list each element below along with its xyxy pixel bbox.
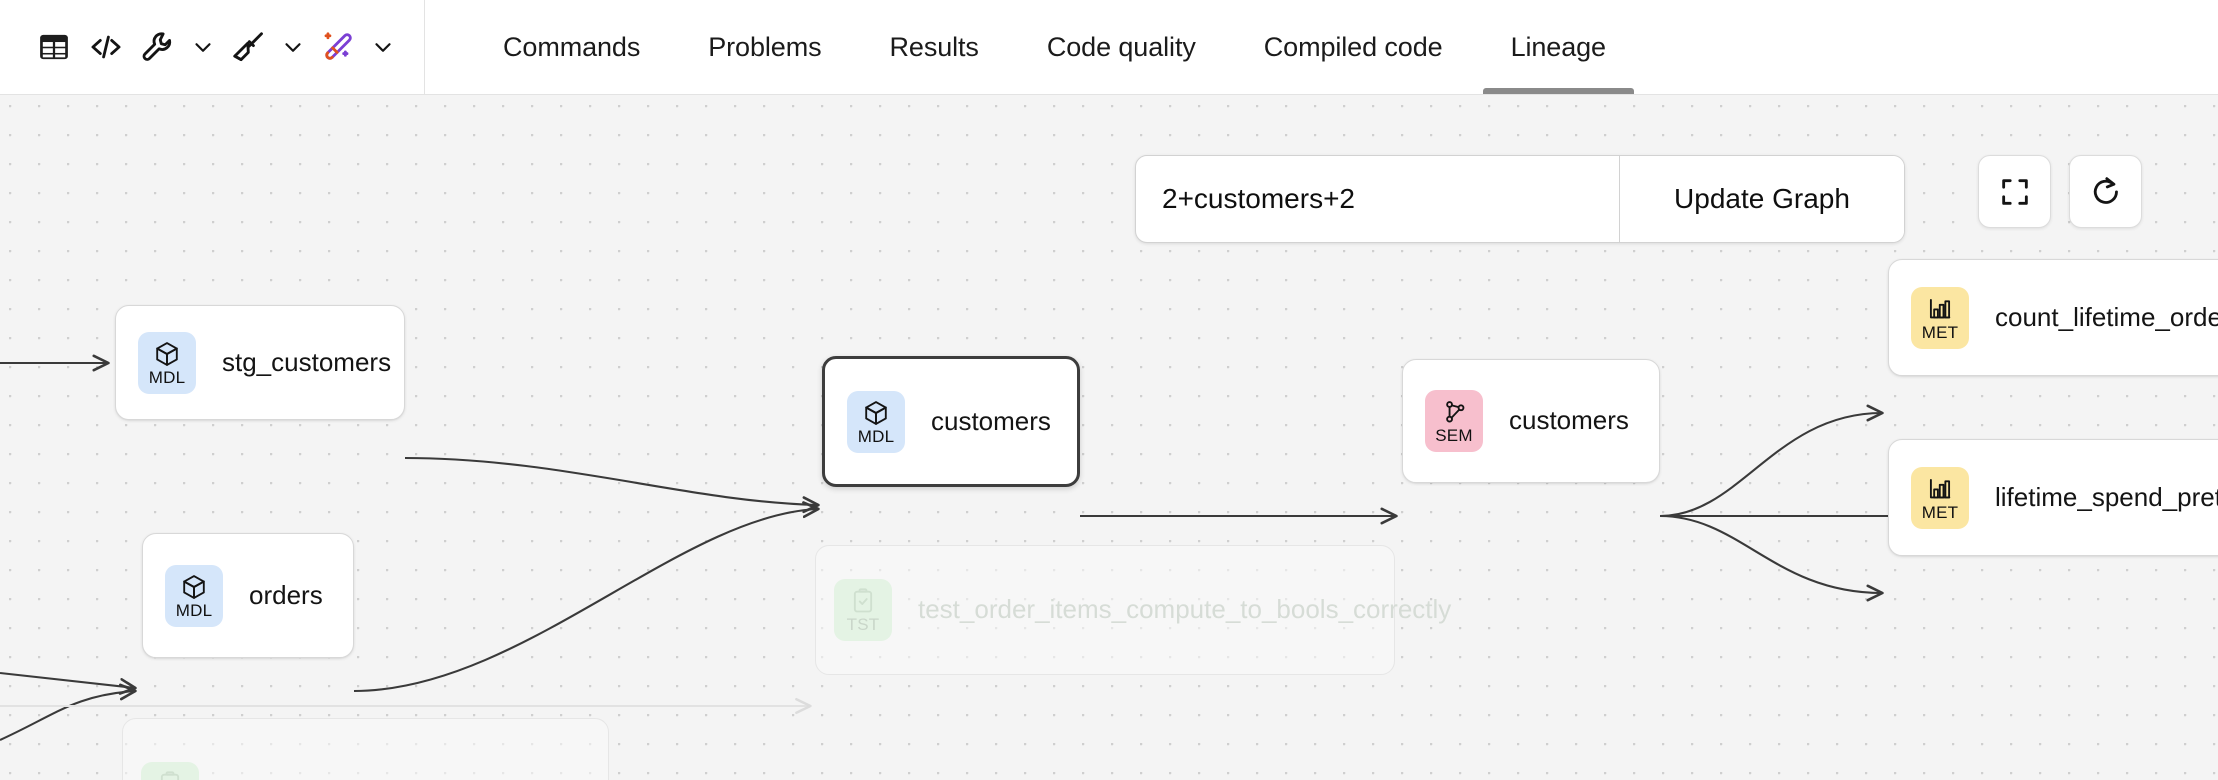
tab-label: Code quality xyxy=(1046,31,1196,62)
node-title: customers xyxy=(931,405,1051,436)
chevron-down-icon[interactable] xyxy=(184,19,222,75)
code-view-tool[interactable] xyxy=(80,19,132,75)
fit-view-button[interactable] xyxy=(1978,155,2051,228)
badge-label: MET xyxy=(1921,322,1959,342)
clipboard-check-icon xyxy=(160,771,180,780)
node-title: lifetime_spend_pretax xyxy=(1995,481,2218,512)
node-title: count_lifetime_orders xyxy=(1995,301,2218,332)
ai-assist-dropdown[interactable] xyxy=(312,19,402,75)
lineage-node-customers-semantic[interactable]: SEM customers xyxy=(1402,359,1660,483)
fit-view-icon xyxy=(2001,178,2028,205)
update-graph-button[interactable]: Update Graph xyxy=(1619,156,1904,242)
tab-commands[interactable]: Commands xyxy=(469,0,674,94)
badge-label: MDL xyxy=(148,367,186,387)
format-dropdown[interactable] xyxy=(222,19,312,75)
model-badge: MDL xyxy=(847,390,905,453)
semantic-graph-icon xyxy=(1446,401,1465,423)
model-badge: MDL xyxy=(165,564,223,627)
canvas-controls xyxy=(1978,155,2142,228)
table-icon[interactable] xyxy=(28,19,80,75)
tab-results[interactable]: Results xyxy=(856,0,1013,94)
editor-tool-group xyxy=(0,0,425,94)
chevron-down-icon[interactable] xyxy=(274,19,312,75)
chevron-down-icon[interactable] xyxy=(364,19,402,75)
bar-chart-icon xyxy=(1929,298,1951,318)
code-icon[interactable] xyxy=(80,19,132,75)
metric-badge: MET xyxy=(1911,466,1969,529)
model-badge: MDL xyxy=(138,331,196,394)
top-toolbar: Commands Problems Results Code quality C… xyxy=(0,0,2218,95)
semantic-badge: SEM xyxy=(1425,390,1483,452)
lineage-node-test-partial[interactable]: TST xyxy=(122,718,609,780)
node-title: orders xyxy=(249,579,323,610)
badge-label: MET xyxy=(1921,502,1959,522)
tools-dropdown[interactable] xyxy=(132,19,222,75)
node-title: customers xyxy=(1509,405,1629,436)
lineage-canvas[interactable]: MDL stg_customers MDL orders xyxy=(0,95,2218,780)
node-title: stg_customers xyxy=(222,346,392,377)
tab-label: Problems xyxy=(708,31,822,62)
badge-label: MDL xyxy=(857,426,895,446)
tab-label: Results xyxy=(889,31,979,62)
cube-icon xyxy=(183,574,205,599)
panel-tabs: Commands Problems Results Code quality C… xyxy=(425,0,2218,94)
badge-label: MDL xyxy=(175,600,213,620)
test-badge: TST xyxy=(141,762,199,780)
test-badge: TST xyxy=(834,579,892,641)
tab-problems[interactable]: Problems xyxy=(674,0,855,94)
badge-label: SEM xyxy=(1435,426,1473,445)
lineage-node-customers-model[interactable]: MDL customers xyxy=(822,356,1080,487)
lineage-selector-input[interactable] xyxy=(1136,156,1619,242)
lineage-node-lifetime-spend-pretax[interactable]: MET lifetime_spend_pretax xyxy=(1888,439,2218,556)
cube-icon xyxy=(865,400,887,425)
badge-label: TST xyxy=(846,615,880,634)
clipboard-check-icon xyxy=(853,588,873,613)
refresh-icon xyxy=(2093,176,2118,204)
lineage-node-stg-customers[interactable]: MDL stg_customers xyxy=(115,305,405,420)
wrench-icon[interactable] xyxy=(132,19,184,75)
broom-icon[interactable] xyxy=(222,19,274,75)
lineage-node-count-lifetime-orders[interactable]: MET count_lifetime_orders xyxy=(1888,259,2218,376)
tab-label: Lineage xyxy=(1510,31,1607,62)
metric-badge: MET xyxy=(1911,286,1969,349)
tab-code-quality[interactable]: Code quality xyxy=(1013,0,1230,94)
lineage-node-orders[interactable]: MDL orders xyxy=(142,533,354,658)
lineage-node-test-order-items[interactable]: TST test_order_items_compute_to_bools_co… xyxy=(815,545,1452,675)
reset-graph-button[interactable] xyxy=(2069,155,2142,228)
magic-wand-icon[interactable] xyxy=(312,19,364,75)
tab-compiled-code[interactable]: Compiled code xyxy=(1230,0,1477,94)
tab-label: Compiled code xyxy=(1263,31,1443,62)
node-title: test_order_items_compute_to_bools_correc… xyxy=(918,594,1452,625)
cube-icon xyxy=(156,341,178,366)
bar-chart-icon xyxy=(1929,478,1951,498)
lineage-selector-bar: Update Graph xyxy=(1135,155,1905,243)
tab-lineage[interactable]: Lineage xyxy=(1477,0,1640,94)
tab-label: Commands xyxy=(503,31,641,62)
table-view-tool[interactable] xyxy=(28,19,80,75)
